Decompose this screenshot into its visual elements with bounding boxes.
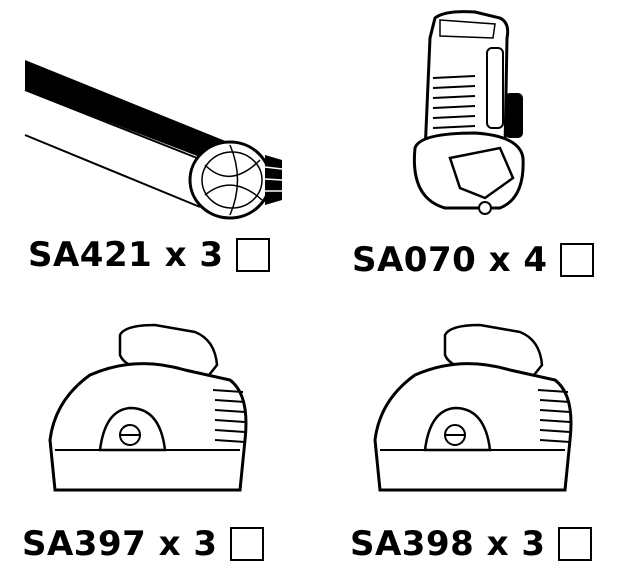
foot-pack-icon — [48, 323, 248, 492]
part-row-sa398: SA398 x 3 — [350, 524, 592, 564]
part-row-sa421: SA421 x 3 — [28, 235, 270, 275]
part-checkbox[interactable] — [557, 527, 592, 561]
part-code-label: SA070 x 4 — [352, 240, 548, 280]
foot-pack-icon — [373, 323, 573, 492]
part-row-sa070: SA070 x 4 — [352, 240, 594, 280]
part-code-label: SA421 x 3 — [28, 235, 224, 275]
clamp-fitting-icon — [412, 10, 525, 215]
part-checkbox[interactable] — [559, 243, 594, 277]
part-row-sa397: SA397 x 3 — [22, 524, 264, 564]
part-code-label: SA397 x 3 — [22, 524, 218, 564]
roof-bar-icon — [24, 60, 283, 220]
part-checkbox[interactable] — [229, 527, 264, 561]
part-code-label: SA398 x 3 — [350, 524, 546, 564]
part-checkbox[interactable] — [235, 238, 270, 272]
